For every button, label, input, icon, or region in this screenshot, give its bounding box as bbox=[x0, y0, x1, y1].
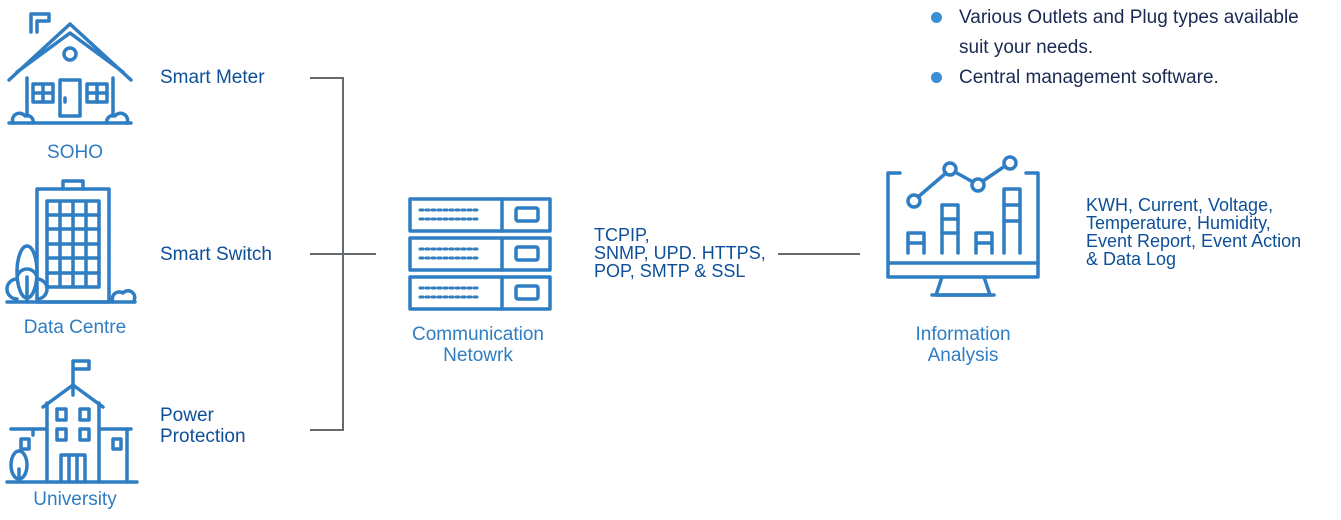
feature-item-software: Central management software. bbox=[929, 63, 1341, 93]
metrics-list: KWH, Current, Voltage, Temperature, Humi… bbox=[1086, 196, 1301, 268]
power-protection-line2: Protection bbox=[160, 426, 246, 447]
university-icon bbox=[5, 359, 139, 484]
analysis-label-line2: Analysis bbox=[927, 345, 999, 366]
network-label-line1: Communication bbox=[412, 324, 544, 345]
site-label-soho: SOHO bbox=[47, 142, 103, 163]
site-label-data-centre: Data Centre bbox=[23, 317, 127, 338]
analysis-label: Information Analysis bbox=[878, 324, 1048, 366]
feature-item-outlets-line1: Various Outlets and Plug types available bbox=[959, 7, 1299, 28]
feature-item-outlets-cont: suit your needs. bbox=[929, 33, 1341, 63]
feature-item-outlets: Various Outlets and Plug types available bbox=[929, 3, 1341, 33]
protocol-line3: POP, SMTP & SSL bbox=[594, 261, 746, 281]
protocol-line1: TCPIP, bbox=[594, 225, 650, 245]
building-icon bbox=[5, 179, 137, 304]
device-label-smart-meter: Smart Meter bbox=[160, 67, 265, 88]
feature-item-software-text: Central management software. bbox=[959, 67, 1219, 88]
power-protection-line1: Power bbox=[160, 405, 214, 426]
feature-list: Various Outlets and Plug types available… bbox=[929, 3, 1341, 93]
network-label: Communication Netowrk bbox=[393, 324, 563, 366]
house-icon bbox=[7, 12, 133, 125]
metrics-line4: & Data Log bbox=[1086, 249, 1177, 269]
bullet-dot-icon bbox=[931, 72, 942, 83]
metrics-line3: Event Report, Event Action bbox=[1086, 231, 1302, 251]
analytics-monitor-icon bbox=[886, 155, 1040, 297]
analysis-label-line1: Information bbox=[915, 324, 1011, 345]
server-rack-icon bbox=[408, 197, 552, 311]
bullet-dot-icon bbox=[931, 12, 942, 23]
network-label-line2: Netowrk bbox=[443, 345, 513, 366]
device-label-power-protection: Power Protection bbox=[160, 405, 246, 447]
protocol-list: TCPIP, SNMP, UPD. HTTPS, POP, SMTP & SSL bbox=[594, 226, 766, 280]
metrics-line2: Temperature, Humidity, bbox=[1086, 213, 1271, 233]
feature-item-outlets-line2: suit your needs. bbox=[959, 37, 1094, 58]
device-label-smart-switch: Smart Switch bbox=[160, 244, 272, 265]
site-label-university: University bbox=[33, 489, 117, 510]
protocol-line2: SNMP, UPD. HTTPS, bbox=[594, 243, 766, 263]
metrics-line1: KWH, Current, Voltage, bbox=[1086, 195, 1274, 215]
